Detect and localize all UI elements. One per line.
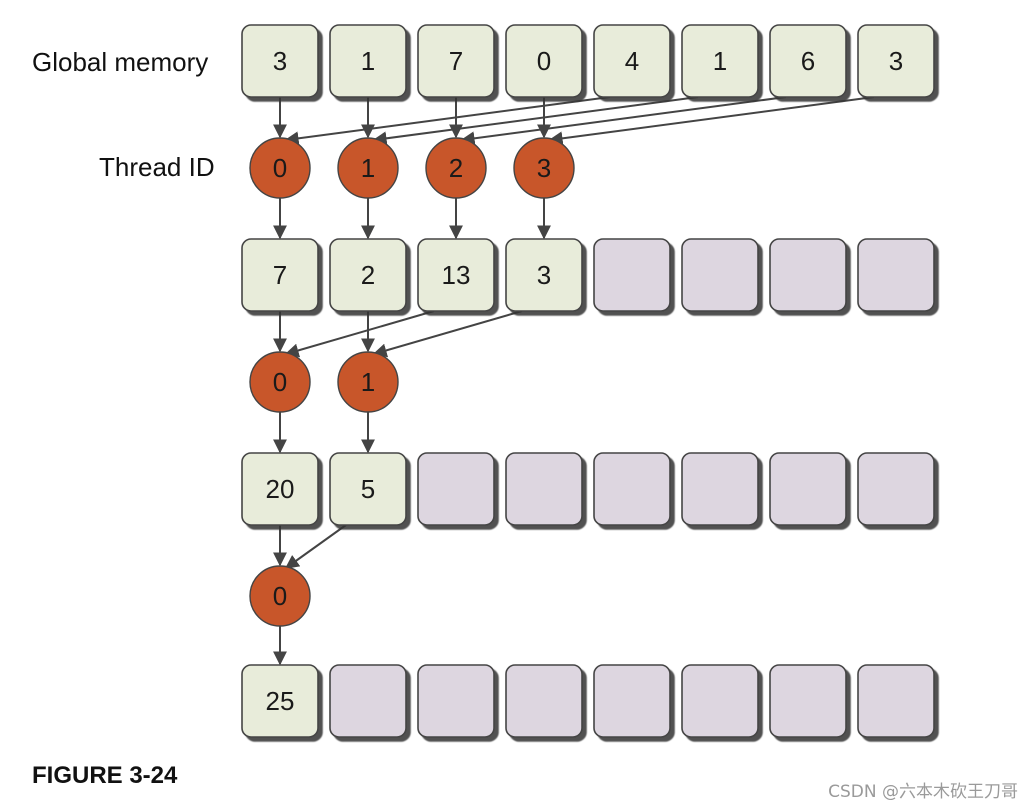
cell-value: 3 (537, 260, 551, 290)
thread-node: 0 (249, 137, 311, 199)
cell-value: 2 (361, 260, 375, 290)
cell-value: 0 (537, 46, 551, 76)
memory-cell-empty (593, 452, 671, 526)
cell-value: 6 (801, 46, 815, 76)
thread-node: 2 (425, 137, 487, 199)
global-memory-label: Global memory (32, 47, 208, 77)
arrow (372, 96, 699, 146)
thread-rows: 0 1 2 3 0 1 0 (249, 137, 575, 627)
arrow (284, 524, 347, 569)
memory-cell: 1 (329, 24, 407, 98)
memory-cell: 20 (241, 452, 319, 526)
thread-node: 1 (337, 351, 399, 413)
memory-cell: 3 (857, 24, 935, 98)
arrows (273, 96, 875, 666)
memory-cell-empty (857, 452, 935, 526)
thread-node: 3 (513, 137, 575, 199)
thread-id: 0 (273, 581, 287, 611)
cell-value: 7 (449, 46, 463, 76)
memory-cell: 3 (241, 24, 319, 98)
memory-cell-empty (329, 664, 407, 738)
thread-id: 1 (361, 153, 375, 183)
memory-cell-empty (857, 238, 935, 312)
thread-id: 3 (537, 153, 551, 183)
thread-id: 0 (273, 153, 287, 183)
memory-cell: 0 (505, 24, 583, 98)
memory-cell-empty (417, 452, 495, 526)
memory-cell: 4 (593, 24, 671, 98)
thread-id: 1 (361, 367, 375, 397)
watermark: CSDN @六本木砍王刀哥 (828, 782, 1018, 802)
arrow (284, 310, 435, 358)
memory-cell-empty (681, 664, 759, 738)
cell-value: 1 (713, 46, 727, 76)
memory-cell-empty (769, 664, 847, 738)
memory-cell: 2 (329, 238, 407, 312)
memory-cell: 3 (505, 238, 583, 312)
memory-cell: 7 (417, 24, 495, 98)
memory-cell-empty (417, 664, 495, 738)
memory-cell: 6 (769, 24, 847, 98)
arrow (548, 96, 875, 146)
memory-cell-empty (681, 452, 759, 526)
cell-value: 4 (625, 46, 639, 76)
cell-value: 20 (266, 474, 295, 504)
memory-cell-empty (593, 664, 671, 738)
memory-cell-empty (593, 238, 671, 312)
memory-cell: 1 (681, 24, 759, 98)
memory-cell-empty (505, 452, 583, 526)
memory-cell: 25 (241, 664, 319, 738)
cell-value: 3 (889, 46, 903, 76)
memory-cell: 5 (329, 452, 407, 526)
thread-node: 1 (337, 137, 399, 199)
memory-cell-empty (769, 452, 847, 526)
thread-node: 0 (249, 351, 311, 413)
memory-cell-empty (769, 238, 847, 312)
thread-id-label: Thread ID (99, 152, 215, 182)
arrow (284, 96, 611, 146)
figure-caption: FIGURE 3-24 (32, 762, 178, 789)
memory-cell: 7 (241, 238, 319, 312)
memory-cell-empty (857, 664, 935, 738)
memory-cell: 13 (417, 238, 495, 312)
memory-cell-empty (505, 664, 583, 738)
cell-value: 5 (361, 474, 375, 504)
arrow (460, 96, 787, 146)
cell-value: 1 (361, 46, 375, 76)
thread-node: 0 (249, 565, 311, 627)
cell-value: 13 (442, 260, 471, 290)
thread-id: 2 (449, 153, 463, 183)
thread-id: 0 (273, 367, 287, 397)
arrow (372, 310, 523, 358)
cell-value: 7 (273, 260, 287, 290)
cell-value: 3 (273, 46, 287, 76)
cell-value: 25 (266, 686, 295, 716)
memory-cell-empty (681, 238, 759, 312)
